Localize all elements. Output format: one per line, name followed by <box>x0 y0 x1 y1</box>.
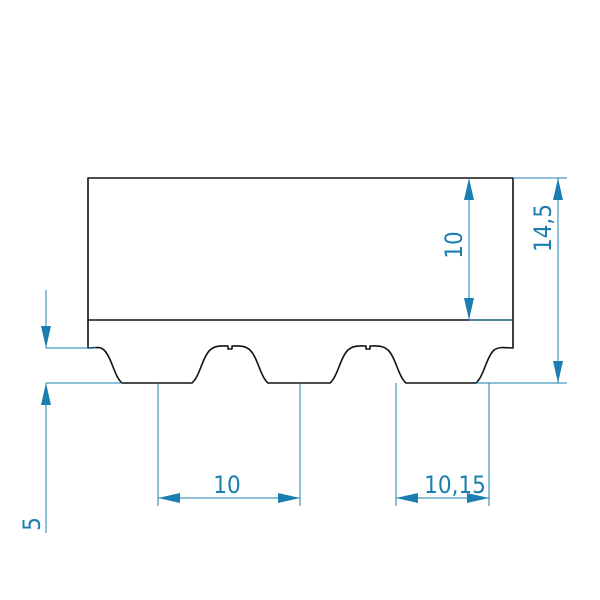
pitch-label: 10 <box>213 471 240 499</box>
dim-tooth-height: 5 <box>18 290 122 533</box>
dim-belt-thickness: 10 <box>440 178 513 321</box>
pitch-2-label: 10,15 <box>424 471 486 499</box>
dim-total-height: 14,5 <box>476 177 567 384</box>
dim-pitch: 10 <box>157 383 301 506</box>
belt-outline <box>87 177 514 384</box>
tooth-height-label: 5 <box>18 517 46 531</box>
belt-thickness-label: 10 <box>440 231 468 258</box>
dim-pitch-2: 10,15 <box>395 383 490 506</box>
belt-tooth-profile <box>87 320 514 384</box>
total-height-label: 14,5 <box>529 204 557 252</box>
